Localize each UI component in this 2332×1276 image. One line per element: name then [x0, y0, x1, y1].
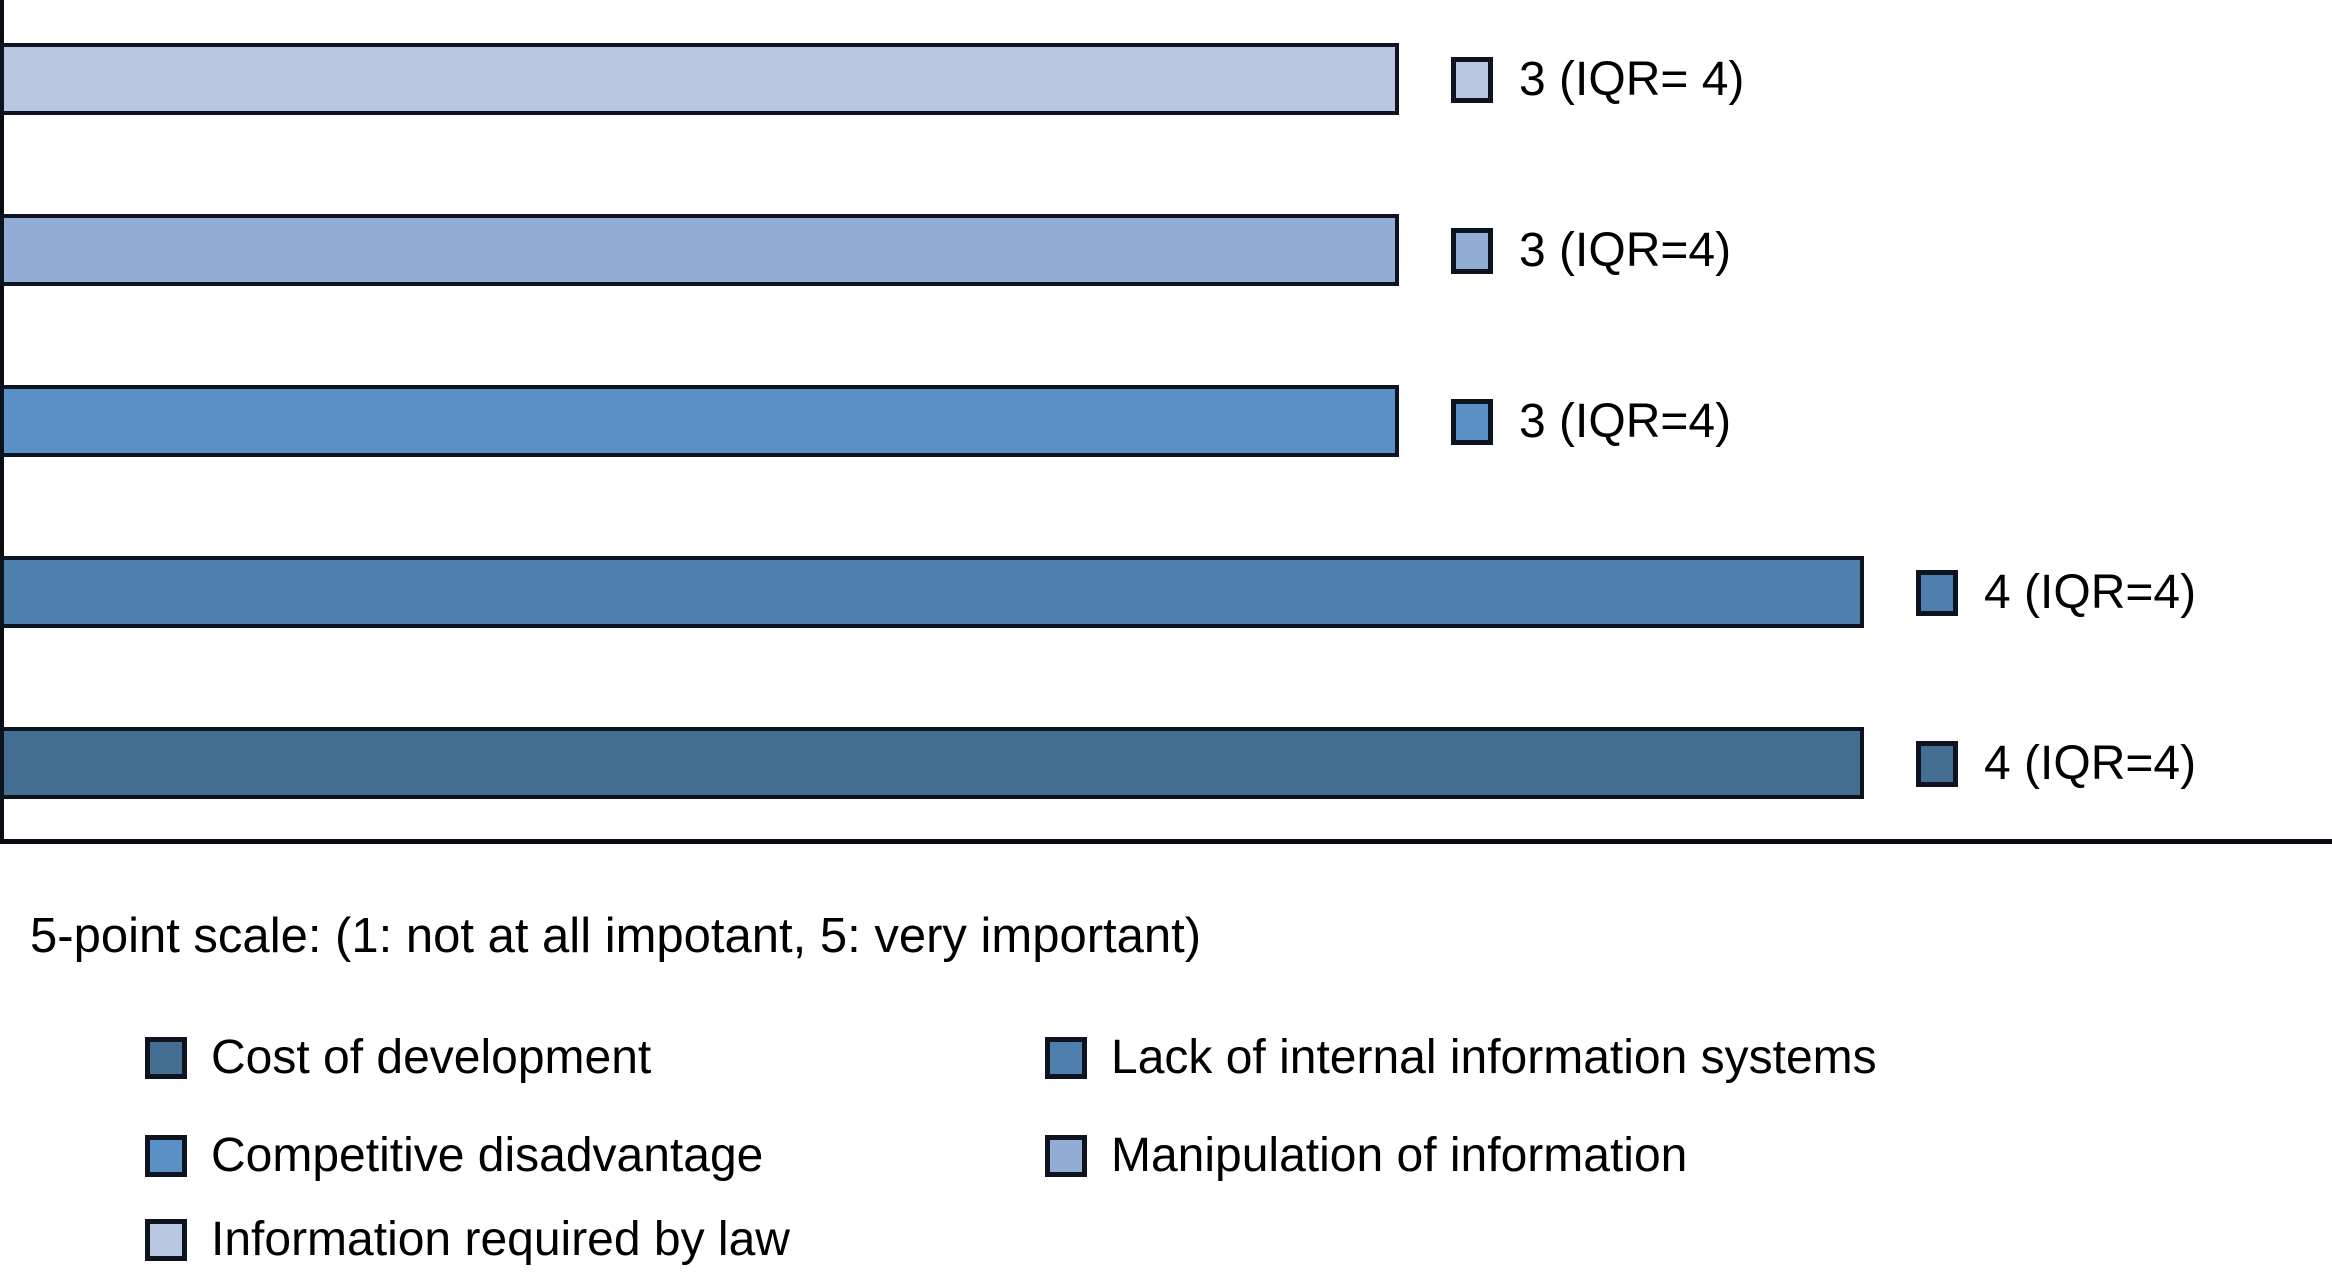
legend-swatch-icon [1045, 1135, 1087, 1177]
bar-value-label-group: 4 (IQR=4) [1916, 740, 2196, 788]
bar [0, 214, 1399, 286]
bar [0, 43, 1399, 115]
swatch-icon [1916, 741, 1958, 787]
bar-value-label-group: 4 (IQR=4) [1916, 569, 2196, 617]
bar-value-label-group: 3 (IQR=4) [1451, 398, 1731, 446]
bar [0, 556, 1864, 628]
legend-swatch-icon [145, 1219, 187, 1261]
legend-item-label: Competitive disadvantage [211, 1129, 764, 1182]
plot-area: 3 (IQR= 4) 3 (IQR=4) 3 (IQR=4) 4 (IQR=4) 4 (… [0, 0, 2332, 844]
legend-item-label: Information required by law [211, 1213, 790, 1266]
bar-value-label: 3 (IQR=4) [1519, 224, 1732, 277]
legend-item: Lack of internal information systems [1045, 1031, 1877, 1084]
x-axis-line [0, 839, 2332, 844]
bar-value-label: 4 (IQR=4) [1984, 737, 2197, 790]
bar-value-label-group: 3 (IQR= 4) [1451, 56, 1744, 104]
bar [0, 727, 1864, 799]
bar-value-label: 3 (IQR=4) [1519, 395, 1732, 448]
legend-item-label: Lack of internal information systems [1111, 1031, 1877, 1084]
bar-value-label-group: 3 (IQR=4) [1451, 227, 1731, 275]
swatch-icon [1916, 570, 1958, 616]
scale-note: 5-point scale: (1: not at all impotant, … [30, 909, 1202, 963]
swatch-icon [1451, 228, 1493, 274]
bar-value-label: 3 (IQR= 4) [1519, 53, 1745, 106]
bar [0, 385, 1399, 457]
legend-swatch-icon [145, 1135, 187, 1177]
swatch-icon [1451, 399, 1493, 445]
legend-item: Manipulation of information [1045, 1129, 1688, 1182]
legend-item: Competitive disadvantage [145, 1129, 764, 1182]
swatch-icon [1451, 57, 1493, 103]
legend-item: Information required by law [145, 1213, 790, 1266]
legend-swatch-icon [145, 1037, 187, 1079]
legend-swatch-icon [1045, 1037, 1087, 1079]
legend-item-label: Cost of development [211, 1031, 652, 1084]
legend-item-label: Manipulation of information [1111, 1129, 1688, 1182]
bar-value-label: 4 (IQR=4) [1984, 566, 2197, 619]
legend-item: Cost of development [145, 1031, 652, 1084]
